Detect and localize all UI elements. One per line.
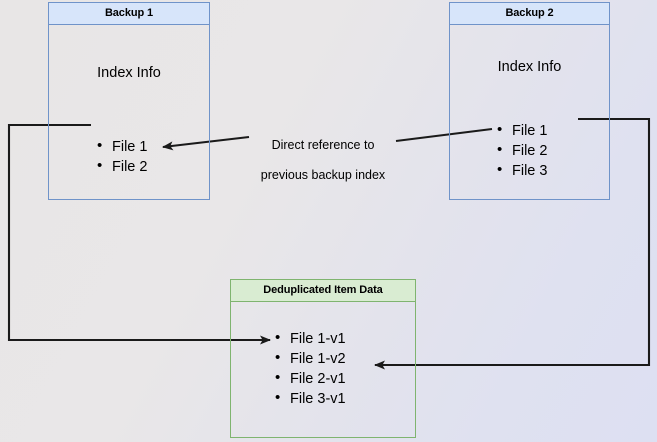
node-backup-1[interactable]: Backup 1 Index Info File 1 File 2 [48, 2, 210, 200]
node-backup-2-body: Index Info File 1 File 2 File 3 [450, 25, 609, 199]
direct-reference-caption-line-2: previous backup index [260, 168, 386, 182]
dedup-file-list: File 1-v1 File 1-v2 File 2-v1 File 3-v1 [275, 328, 346, 409]
list-item: File 3-v1 [275, 388, 346, 409]
backup-2-file-list: File 1 File 2 File 3 [497, 120, 547, 181]
list-item: File 2 [497, 140, 547, 161]
backup-2-index-info-label: Index Info [497, 59, 562, 75]
node-backup-2-header: Backup 2 [450, 3, 609, 25]
direct-reference-caption-line-1: Direct reference to [271, 138, 375, 152]
node-backup-2[interactable]: Backup 2 Index Info File 1 File 2 File 3 [449, 2, 610, 200]
direct-reference-caption: Direct reference to previous backup inde… [249, 123, 397, 198]
list-item: File 1-v2 [275, 348, 346, 369]
list-item: File 2 [97, 156, 147, 177]
list-item: File 3 [497, 160, 547, 181]
node-deduplicated-item-data-body: File 1-v1 File 1-v2 File 2-v1 File 3-v1 [231, 302, 415, 437]
node-deduplicated-item-data-header: Deduplicated Item Data [231, 280, 415, 302]
backup-1-file-list: File 1 File 2 [97, 136, 147, 177]
list-item: File 1 [97, 136, 147, 157]
list-item: File 1-v1 [275, 328, 346, 349]
list-item: File 1 [497, 120, 547, 141]
list-item: File 2-v1 [275, 368, 346, 389]
backup-1-index-info-label: Index Info [97, 65, 161, 81]
node-deduplicated-item-data[interactable]: Deduplicated Item Data File 1-v1 File 1-… [230, 279, 416, 438]
node-backup-1-body: Index Info File 1 File 2 [49, 25, 209, 199]
node-backup-1-header: Backup 1 [49, 3, 209, 25]
